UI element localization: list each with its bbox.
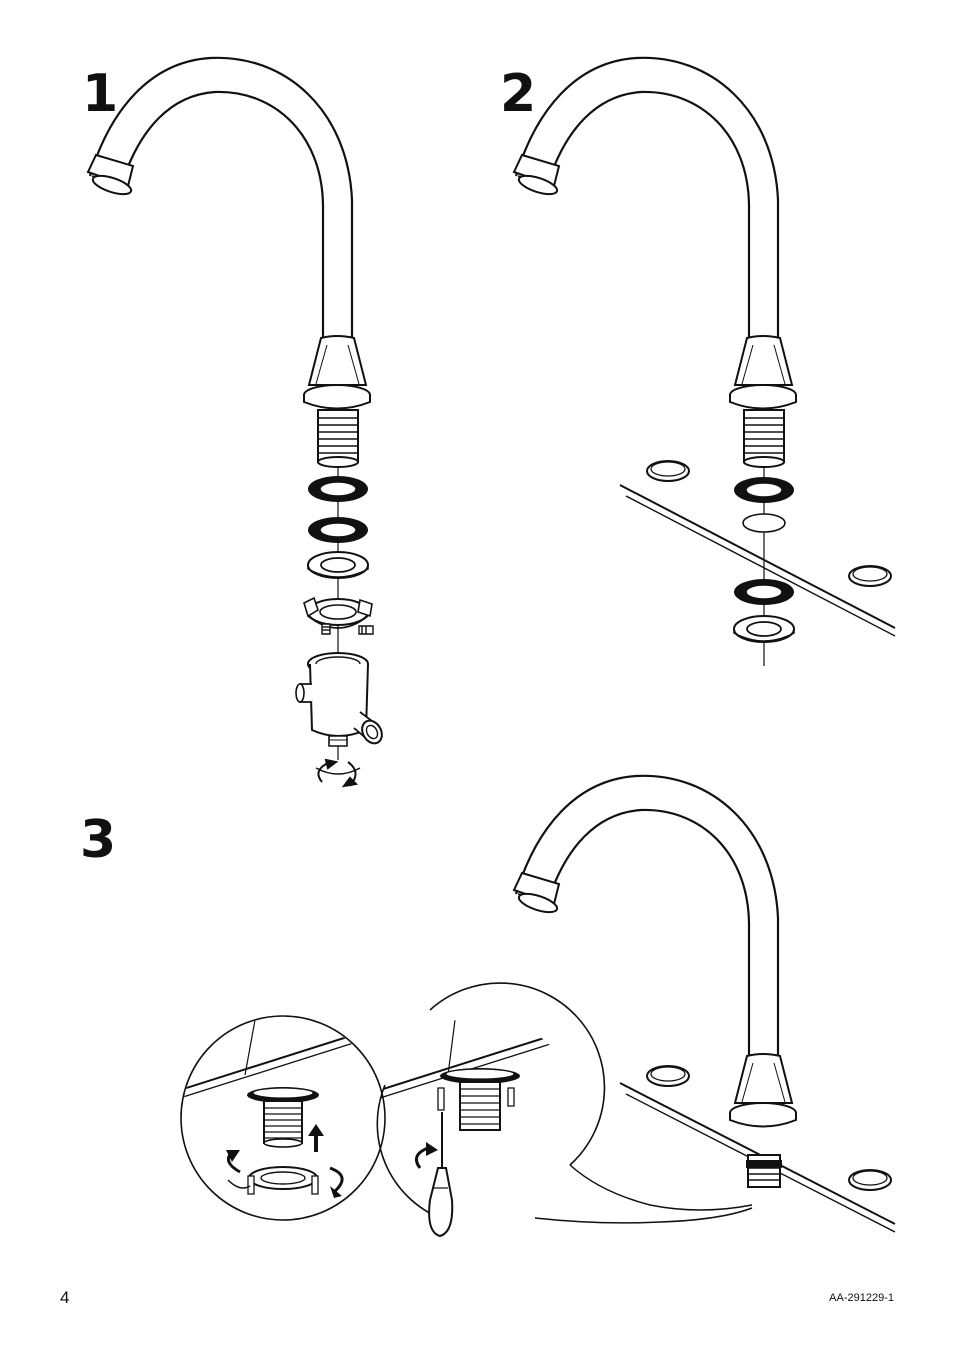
step-1-number: 1 bbox=[82, 68, 118, 120]
step-3-number: 3 bbox=[80, 814, 116, 866]
rotate-arrows-icon bbox=[316, 760, 360, 786]
document-code: AA-291229-1 bbox=[829, 1292, 894, 1304]
detail-circle-tighten-clamp bbox=[180, 1016, 385, 1220]
valve-body bbox=[296, 653, 386, 747]
step-2-illustration bbox=[514, 58, 796, 467]
page-number: 4 bbox=[60, 1288, 69, 1308]
step-1-illustration bbox=[88, 58, 386, 786]
detail-circle-screwdriver bbox=[377, 983, 604, 1236]
step-2-number: 2 bbox=[500, 68, 536, 120]
clamp-ring bbox=[304, 598, 373, 634]
countertop-step-2 bbox=[620, 461, 895, 666]
